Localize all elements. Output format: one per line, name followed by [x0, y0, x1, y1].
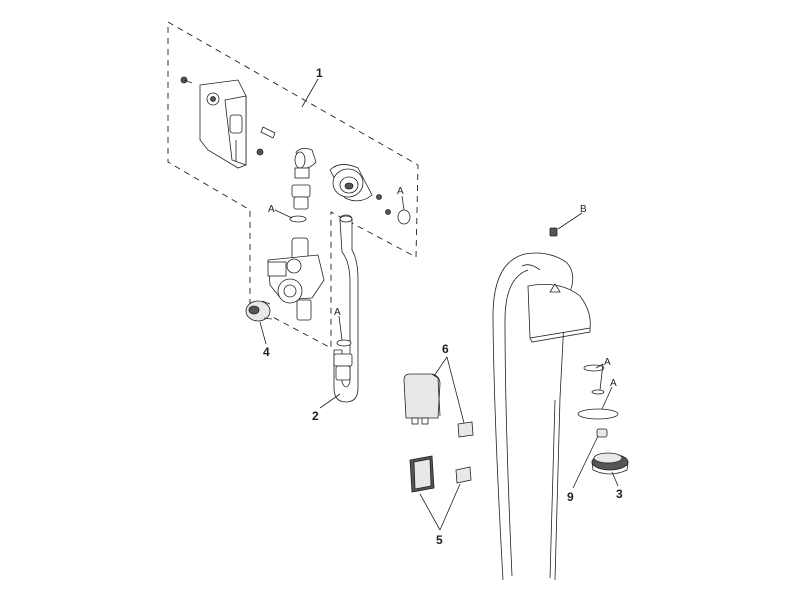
callout-a-head-upper: A: [604, 357, 611, 368]
spray-head: [591, 452, 629, 475]
leader-5a: [419, 493, 441, 531]
sensor-module: [409, 455, 435, 493]
flow-restrictor: [596, 428, 608, 438]
leader-9: [572, 435, 599, 489]
oring-pipe: [336, 339, 352, 347]
callout-a-head-lower: A: [610, 378, 617, 389]
set-screw-b: [549, 227, 558, 237]
valve-body: [267, 237, 325, 321]
plate-screw-top: [180, 76, 193, 84]
leader-a4b: [599, 363, 604, 391]
callout-9: 9: [567, 490, 574, 504]
oring-head-upper: [583, 364, 605, 372]
leader-1: [301, 78, 319, 108]
oring-valve-top: [289, 215, 307, 223]
callout-3: 3: [616, 487, 623, 501]
flange-screws: [376, 194, 391, 215]
assembly-1-boundary: [167, 21, 419, 349]
battery-pack: [403, 373, 441, 425]
label-6: [457, 421, 474, 438]
leader-a1: [274, 209, 293, 219]
leader-a2: [401, 195, 405, 211]
callout-a-pipe: A: [334, 307, 341, 318]
shower-column: [492, 252, 574, 581]
callout-a-flange: A: [397, 186, 404, 197]
leader-6a: [433, 356, 448, 377]
callout-1: 1: [316, 66, 323, 80]
plate-screw-bottom: [256, 148, 264, 156]
callout-a-valve: A: [268, 204, 275, 215]
leader-5b: [439, 483, 461, 531]
pipe-nut: [333, 353, 353, 381]
leader-6b: [446, 356, 465, 424]
callout-2: 2: [312, 409, 319, 423]
callout-6: 6: [442, 342, 449, 356]
leader-3: [611, 471, 619, 487]
flange-fitting: [329, 164, 373, 202]
leader-b: [557, 212, 583, 230]
leader-a3: [338, 315, 343, 341]
straight-connector: [291, 184, 311, 210]
leader-4: [259, 321, 267, 345]
valve-cap: [245, 300, 273, 322]
elbow-fitting: [294, 148, 317, 179]
leader-a5: [601, 386, 613, 410]
callout-b: B: [580, 204, 587, 215]
leader-2: [319, 393, 341, 409]
pin: [260, 126, 276, 139]
callout-4: 4: [263, 345, 270, 359]
mounting-plate: [199, 79, 247, 169]
oring-flange: [397, 209, 411, 225]
shower-head-hood: [527, 283, 591, 343]
label-5: [455, 466, 472, 484]
callout-5: 5: [436, 533, 443, 547]
leader-a4: [595, 363, 604, 369]
gasket-washer: [577, 408, 619, 420]
oring-head-middle: [591, 389, 605, 395]
